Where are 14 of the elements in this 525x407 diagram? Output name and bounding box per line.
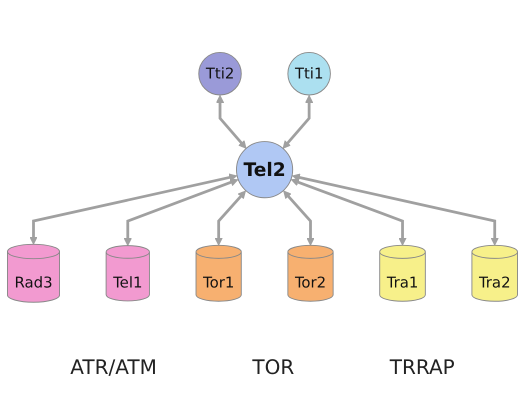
node-circle: Tti2	[198, 52, 242, 96]
node-circle: Tti1	[287, 52, 331, 96]
arrow	[283, 190, 315, 246]
arrow	[124, 178, 238, 246]
node-circle: Tel2	[236, 141, 294, 198]
arrow	[29, 174, 238, 245]
arrow	[282, 95, 314, 149]
arrow	[292, 174, 499, 246]
arrow	[290, 178, 407, 246]
group-label: TOR	[252, 355, 294, 379]
group-label: TRRAP	[390, 355, 455, 379]
group-label: ATR/ATM	[70, 355, 157, 379]
arrow	[214, 190, 246, 246]
arrow	[216, 95, 247, 149]
